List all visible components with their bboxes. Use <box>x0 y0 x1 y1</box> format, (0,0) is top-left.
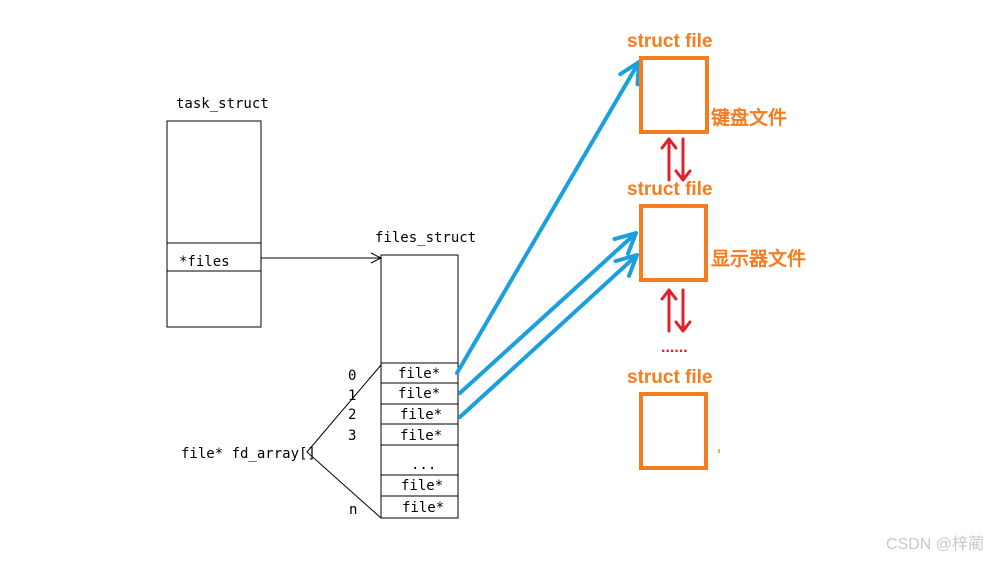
fd-index-0: 0 <box>348 368 356 384</box>
fd-slot-5: file* <box>401 478 443 494</box>
fd-index-2: 2 <box>348 407 356 423</box>
fd-slot-1: file* <box>398 386 440 402</box>
fd0-to-keyboard-arrow <box>455 59 641 375</box>
fd-slot-ellipsis: ... <box>411 457 436 473</box>
fd-index-n: n <box>349 502 357 518</box>
stray-mark <box>718 449 720 453</box>
fd-array-bracket <box>306 364 382 519</box>
display-file-label: 显示器文件 <box>711 247 806 270</box>
struct-file-box-1 <box>639 56 709 134</box>
files-field-label: *files <box>179 254 230 270</box>
struct-file-title-1: struct file <box>627 31 713 52</box>
struct-file-title-3: struct file <box>627 367 713 388</box>
keyboard-file-label: 键盘文件 <box>710 106 787 129</box>
files-struct-box <box>380 254 459 519</box>
struct-file-box-3 <box>639 392 708 470</box>
fd-index-1: 1 <box>348 388 356 404</box>
struct-file-box-2 <box>639 204 708 282</box>
files-struct-title: files_struct <box>375 230 476 246</box>
fd-slot-dividers <box>381 362 458 497</box>
task-struct-title: task_struct <box>176 96 269 112</box>
task-struct-box <box>166 120 262 328</box>
fd-slot-0: file* <box>398 366 440 382</box>
ellipsis-dots: ...... <box>661 339 688 356</box>
fd1-to-display-arrow <box>458 231 638 395</box>
fd-slot-3: file* <box>400 428 442 444</box>
struct-file-title-2: struct file <box>627 179 713 200</box>
watermark: CSDN @梓蔺 <box>886 535 984 553</box>
fd-slot-2: file* <box>400 407 442 423</box>
red-bidirectional-arrow-2 <box>660 288 692 333</box>
red-bidirectional-arrow-1 <box>660 137 692 182</box>
fd2-to-display-arrow <box>458 253 639 419</box>
fd-index-3: 3 <box>348 428 356 444</box>
fd-array-label: file* fd_array[] <box>181 446 316 462</box>
fd-slot-n: file* <box>402 500 444 516</box>
